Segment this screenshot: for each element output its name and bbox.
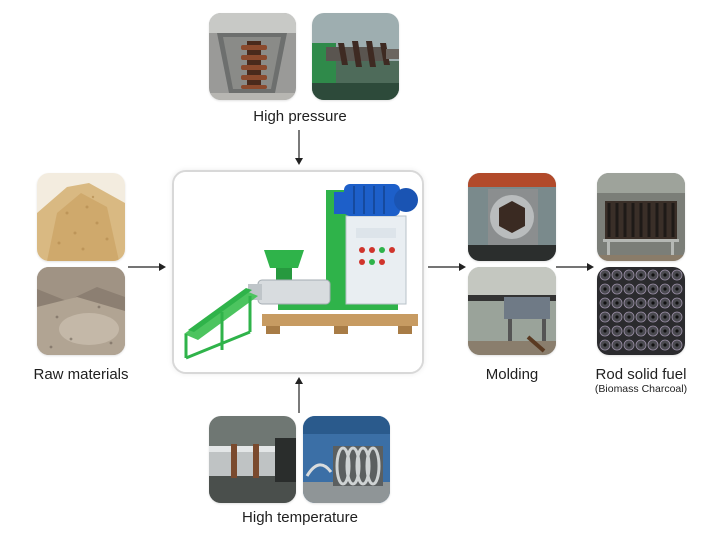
biomass-charcoal-label: (Biomass Charcoal) xyxy=(594,383,688,395)
charcoal-rod-hole xyxy=(603,301,607,305)
heating-ring-photo xyxy=(209,416,296,503)
briquette-machine-illustration xyxy=(174,172,422,372)
charcoal-rod-hole xyxy=(639,315,643,319)
high-pressure-label: High pressure xyxy=(253,108,347,125)
charcoal-rod-hole xyxy=(663,315,667,319)
charcoal-rod-hole xyxy=(615,301,619,305)
briquette-machine-frame xyxy=(172,170,424,374)
charcoal-rod-hole xyxy=(603,329,607,333)
arrow-right-fuel xyxy=(556,263,594,271)
charcoal-rack-photo xyxy=(597,173,685,261)
charcoal-rod-hole xyxy=(627,287,631,291)
charcoal-rod-hole xyxy=(675,329,679,333)
charcoal-rod-hole xyxy=(639,287,643,291)
charcoal-rod-hole xyxy=(675,301,679,305)
mold-die-photo xyxy=(468,173,556,261)
charcoal-rod-hole xyxy=(627,273,631,277)
charcoal-rod-hole xyxy=(627,329,631,333)
charcoal-rod-hole xyxy=(615,329,619,333)
charcoal-rod-hole xyxy=(651,329,655,333)
charcoal-rod-hole xyxy=(639,301,643,305)
charcoal-rod-hole xyxy=(651,287,655,291)
charcoal-rod-hole xyxy=(651,315,655,319)
charcoal-rod-hole xyxy=(627,343,631,347)
charcoal-rod-hole xyxy=(663,287,667,291)
molding-station-photo xyxy=(468,267,556,355)
charcoal-rod-hole xyxy=(675,315,679,319)
ground-material-photo xyxy=(37,267,125,355)
charcoal-rod-hole xyxy=(627,301,631,305)
raw-materials-label: Raw materials xyxy=(33,366,129,383)
charcoal-rod-hole xyxy=(651,273,655,277)
charcoal-rod-hole xyxy=(651,343,655,347)
charcoal-rod-hole xyxy=(639,273,643,277)
charcoal-rod-hole xyxy=(639,343,643,347)
charcoal-rod-hole xyxy=(603,315,607,319)
charcoal-rod-hole xyxy=(675,273,679,277)
charcoal-rod-hole xyxy=(663,273,667,277)
charcoal-rods-photo xyxy=(597,267,685,355)
charcoal-rod-hole xyxy=(627,315,631,319)
rod-solid-fuel-label: Rod solid fuel xyxy=(595,366,687,383)
charcoal-rod-hole xyxy=(675,287,679,291)
charcoal-rod-hole xyxy=(663,343,667,347)
charcoal-rod-hole xyxy=(603,287,607,291)
arrow-up-temperature xyxy=(295,377,303,413)
charcoal-rod-hole xyxy=(675,343,679,347)
charcoal-rod-hole xyxy=(603,273,607,277)
screw-shaft-photo xyxy=(312,13,399,100)
arrow-right-raw xyxy=(128,263,166,271)
screw-hopper-photo xyxy=(209,13,296,100)
arrow-right-molding xyxy=(428,263,466,271)
heating-coil-photo xyxy=(303,416,390,503)
charcoal-rod-hole xyxy=(615,315,619,319)
charcoal-rod-hole xyxy=(639,329,643,333)
charcoal-rod-hole xyxy=(663,329,667,333)
charcoal-rod-hole xyxy=(603,343,607,347)
charcoal-rod-hole xyxy=(615,343,619,347)
charcoal-rod-hole xyxy=(615,287,619,291)
charcoal-rod-hole xyxy=(615,273,619,277)
molding-label: Molding xyxy=(485,366,539,383)
sawdust-photo xyxy=(37,173,125,261)
arrow-down-pressure xyxy=(295,130,303,165)
charcoal-rod-hole xyxy=(663,301,667,305)
charcoal-rod-hole xyxy=(651,301,655,305)
high-temperature-label: High temperature xyxy=(242,509,358,526)
